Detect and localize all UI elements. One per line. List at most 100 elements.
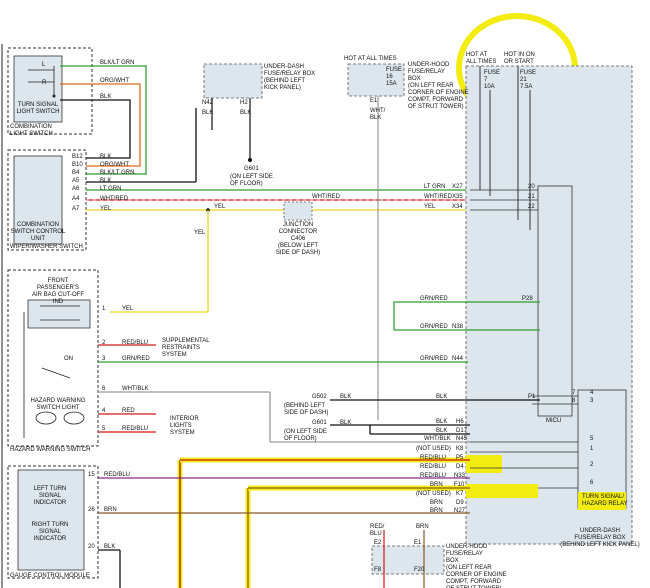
hazard-light-label: HAZARD WARNING SWITCH LIGHT <box>30 398 86 411</box>
pin-a4: A4 <box>72 196 80 202</box>
micu-wire-8: RED/BLU <box>420 455 447 461</box>
hazard-wire-2: RED/BLU <box>122 340 149 346</box>
interior-lights-label: INTERIOR LIGHTS SYSTEM <box>170 416 199 436</box>
switch-pos-r: R <box>42 80 47 86</box>
hazard-pin-6: 6 <box>102 386 106 392</box>
micu-pin-0: P28 <box>522 296 533 302</box>
micu-pin-6: N45 <box>456 436 468 442</box>
wire-a4: WHT/RED <box>100 196 128 202</box>
wiper-unit-box <box>13 155 63 245</box>
gauge-pin-20: 20 <box>88 544 95 550</box>
hazard-switch-label: HAZARD WARNING SWITCH <box>10 447 91 453</box>
micu-wire-0: GRN/RED <box>420 296 448 302</box>
wire-label-blk: BLK <box>100 94 112 100</box>
hazard-wire-4: RED <box>122 408 135 414</box>
gauge-wire-26: BRN <box>104 507 117 513</box>
main-pin-0: X27 <box>452 184 463 190</box>
gauge-wire-20: BLK <box>104 544 116 550</box>
hood-pin-f20: F20 <box>414 567 425 573</box>
micu-pin-3: P1 <box>528 394 536 400</box>
pin-a7: A7 <box>72 206 80 212</box>
ground-g601-top-label: (ON LEFT SIDE OF FLOOR) <box>230 174 273 187</box>
pin-b10: B10 <box>72 162 83 168</box>
ground-g601: G601 <box>312 420 327 426</box>
relay-label: TURN SIGNAL/ HAZARD RELAY <box>582 494 628 507</box>
hood-pin-e2: E2 <box>374 540 382 546</box>
pin-a5: A5 <box>72 178 80 184</box>
micu-box-label: UNDER-DASH FUSE/RELAY BOX (BEHIND LEFT K… <box>560 528 640 548</box>
micu-wire-10: RED/BLU <box>420 473 447 479</box>
hot-in-on-title: HOT IN ON OR START <box>504 52 535 65</box>
micu-wire-5: BLK <box>436 428 448 434</box>
main-num-0: 20 <box>528 184 535 190</box>
hazard-wire-3: GRN/RED <box>122 356 150 362</box>
wire-label-blk-ltgrn: BLK/LT GRN <box>100 60 135 66</box>
micu-pin-14: N27 <box>454 508 466 514</box>
wire-yel-down: YEL <box>194 230 206 236</box>
ground-g601-wire: BLK <box>340 420 352 426</box>
main-wire-1: WHT/RED <box>424 194 452 200</box>
hazard-pin-2: 2 <box>102 340 106 346</box>
combo-switch-label: COMBINATION LIGHT SWITCH <box>10 124 53 137</box>
hot-at-all-times-title: HOT AT ALL TIMES <box>466 52 497 65</box>
micu-pin-1: N38 <box>452 324 464 330</box>
micu-pin-11: F10 <box>454 482 465 488</box>
hazard-wire-1: YEL <box>122 306 134 312</box>
gauge-pin-26: 26 <box>88 507 95 513</box>
wire-h2: BLK <box>240 110 252 116</box>
hazard-switch-on: ON <box>64 356 73 362</box>
micu-wire-3: BLK <box>436 394 448 400</box>
micu-pin-2: N44 <box>452 356 464 362</box>
relay-pin-8: 8 <box>572 398 576 404</box>
under-dash-top-label: UNDER-DASH FUSE/RELAY BOX (BEHIND LEFT K… <box>264 64 316 91</box>
pin-a6: A6 <box>72 186 80 192</box>
pin-b12: B12 <box>72 154 83 160</box>
hazard-pin-4: 4 <box>102 408 106 414</box>
micu-wire-7: (NOT USED) <box>416 446 451 452</box>
main-wire-1b: WHT/RED <box>312 194 340 200</box>
micu-pin-4: H6 <box>456 419 464 425</box>
ground-g601-top: G601 <box>244 166 259 172</box>
junction-label: JUNCTION CONNECTOR C406 (BELOW LEFT SIDE… <box>275 222 321 256</box>
micu-wire-4: BLK <box>436 419 448 425</box>
wiper-unit-label: COMBINATION SWITCH CONTROL UNIT <box>10 222 66 242</box>
micu-wire-14: BRN <box>430 508 443 514</box>
gauge-wire-15: RED/BLU <box>104 472 131 478</box>
main-wire-0: LT GRN <box>424 184 446 190</box>
micu-wire-11: BRN <box>430 482 443 488</box>
hood-bottom-label: UNDER-HOOD FUSE/RELAY BOX (ON LEFT REAR … <box>446 544 507 588</box>
hazard-pin-5: 5 <box>102 426 106 432</box>
under-dash-top-box <box>203 63 263 99</box>
micu-wire-9: RED/BLU <box>420 464 447 470</box>
junction-connector-box <box>283 201 313 221</box>
relay-pin-4: 4 <box>590 390 594 396</box>
hazard-wire-6: WHT/BLK <box>122 386 149 392</box>
hazard-pin-3: 3 <box>102 356 106 362</box>
hazard-switch-outer <box>7 269 99 447</box>
switch-pos-l: L <box>42 62 46 68</box>
ground-g502-wire: BLK <box>340 394 352 400</box>
micu-wire-1: GRN/RED <box>420 324 448 330</box>
wire-wht-blk-top: WHT/ BLK <box>370 108 386 121</box>
ground-g502-label: (BEHIND LEFT SIDE OF DASH) <box>284 403 329 416</box>
wire-a7: YEL <box>100 206 112 212</box>
micu-wire-12: (NOT USED) <box>416 491 451 497</box>
wiper-switch-label: WIPER/WASHER SWITCH <box>10 244 83 250</box>
ground-g601-label: (ON LEFT SIDE OF FLOOR) <box>284 429 327 442</box>
airbag-indicator-box <box>27 299 91 329</box>
hood-bottom-box <box>371 545 445 575</box>
ground-g502: G502 <box>312 394 327 400</box>
main-pin-1: X35 <box>452 194 463 200</box>
wire-b4: BLK/LT GRN <box>100 170 135 176</box>
wire-b12: BLK <box>100 154 112 160</box>
main-num-1: 21 <box>528 194 535 200</box>
micu-pin-13: D9 <box>456 500 464 506</box>
relay-pin-7: 7 <box>572 390 576 396</box>
wire-yel-junction: YEL <box>214 204 226 210</box>
fuse16-box <box>347 63 405 97</box>
gauge-module-box <box>17 469 85 571</box>
relay-box <box>577 389 627 509</box>
fuse16-box-label: UNDER-HOOD FUSE/RELAY BOX (ON LEFT REAR … <box>408 62 469 110</box>
